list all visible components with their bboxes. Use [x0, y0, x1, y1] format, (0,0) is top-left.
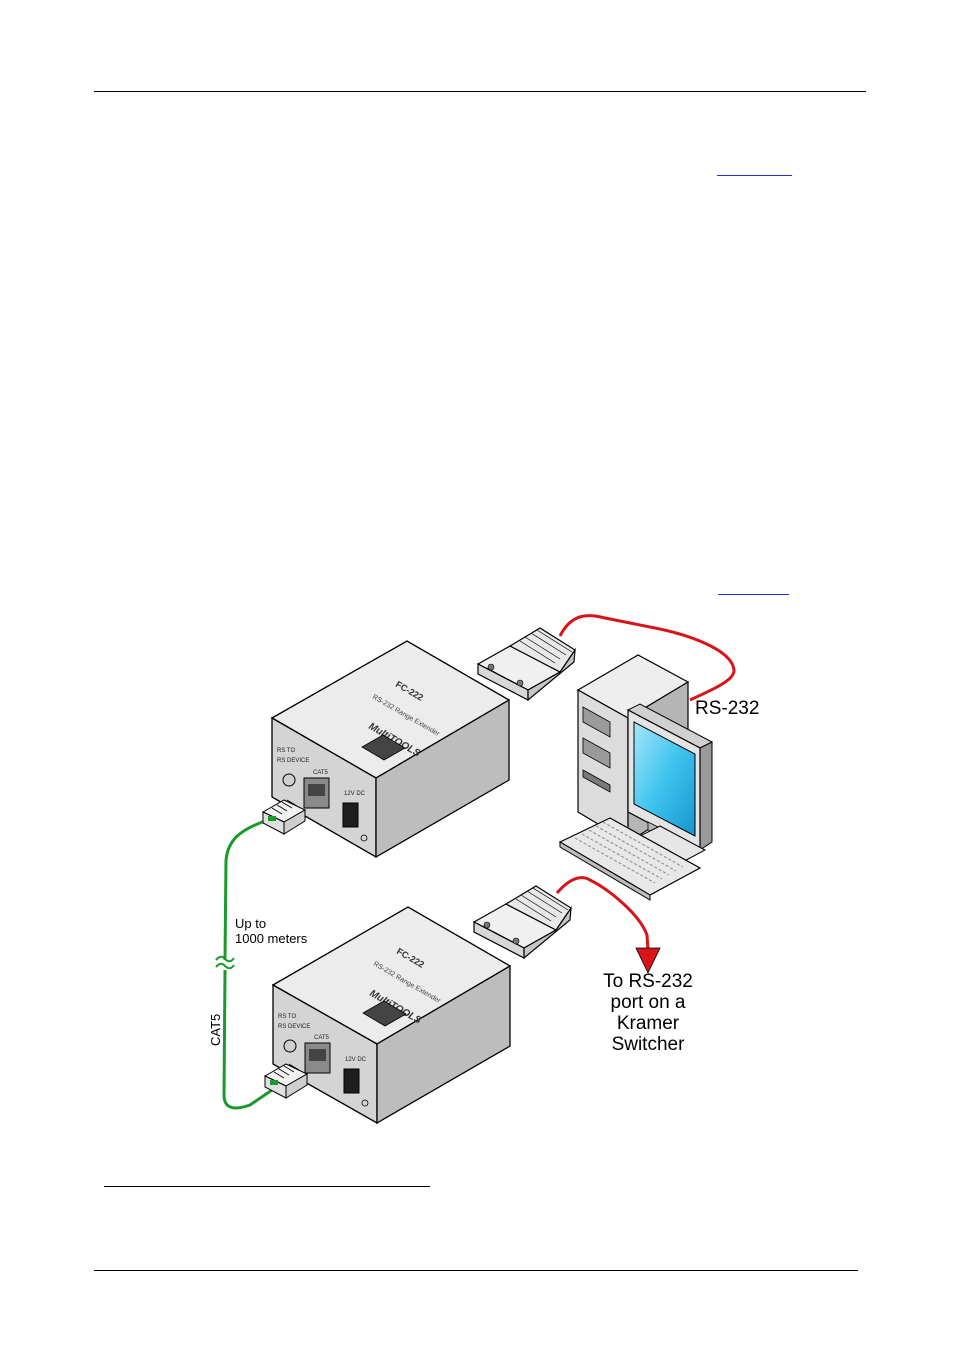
svg-text:Switcher: Switcher [612, 1034, 686, 1055]
svg-text:12V DC: 12V DC [344, 791, 366, 797]
svg-text:Kramer: Kramer [617, 1013, 680, 1034]
svg-text:port on a: port on a [611, 992, 686, 1013]
svg-text:CAT5: CAT5 [314, 1035, 330, 1041]
svg-text:RS TO: RS TO [278, 1014, 296, 1020]
svg-text:CAT5: CAT5 [313, 770, 329, 776]
footer-rule [94, 1270, 858, 1271]
label-cable: CAT5 [208, 1014, 223, 1046]
extender-unit-top: FC-222 RS-232 Range Extender MultiTOOLS … [263, 641, 509, 857]
arrow-down-icon [636, 948, 660, 973]
svg-text:RS DEVICE: RS DEVICE [278, 1024, 310, 1030]
svg-text:RS DEVICE: RS DEVICE [277, 758, 309, 764]
svg-text:12V DC: 12V DC [345, 1057, 367, 1063]
cable-break-icon [216, 957, 234, 969]
db9-connector-bottom [474, 886, 571, 958]
db9-connector-top [478, 628, 575, 700]
footnote-rule [104, 1186, 430, 1187]
label-destination: To RS-232 port on a Kramer Switcher [603, 971, 693, 1055]
label-distance-line2: 1000 meters [235, 931, 308, 946]
svg-text:To RS-232: To RS-232 [603, 971, 693, 992]
svg-text:RS TO: RS TO [277, 748, 295, 754]
label-distance-line1: Up to [235, 916, 266, 931]
cat5-cable [224, 821, 272, 1108]
label-rs232: RS-232 [695, 698, 759, 719]
